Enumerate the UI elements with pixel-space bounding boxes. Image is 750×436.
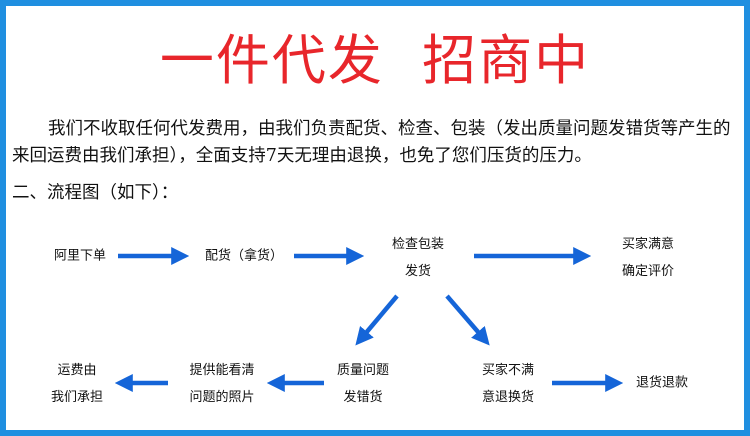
node-exchange-label: 意退换货	[481, 390, 535, 405]
node-refund: 退货退款	[636, 370, 688, 397]
node-review-label: 确定评价	[621, 264, 675, 279]
node-shipping-label-2: 我们承担	[50, 390, 104, 405]
flowchart-heading: 二、流程图（如下）：	[12, 183, 179, 203]
node-photo-label-2: 问题的照片	[189, 390, 255, 405]
node-buyer-unsatisfied: 买家不满 意退换货	[482, 357, 534, 411]
node-quality-issue: 质量问题 发错货	[337, 357, 389, 411]
node-shipping-label-1: 运费由	[57, 363, 97, 378]
node-inspect-label: 检查包装	[391, 237, 445, 252]
node-wrong-item-label: 发错货	[343, 390, 383, 405]
node-shipping-covered: 运费由 我们承担	[51, 357, 103, 411]
node-picking: 配货（拿货）	[205, 243, 283, 270]
page-title: 一件代发 招商中	[159, 29, 591, 92]
intro-paragraph: 我们不收取任何代发费用，由我们负责配货、检查、包装（发出质量问题发错货等产生的来…	[12, 119, 731, 166]
node-photo-label-1: 提供能看清	[189, 363, 255, 378]
node-place-order-label: 阿里下单	[53, 248, 107, 264]
node-refund-label: 退货退款	[635, 375, 689, 391]
node-quality-label: 质量问题	[336, 363, 390, 378]
node-picking-label: 配货（拿货）	[204, 248, 284, 264]
node-place-order: 阿里下单	[54, 243, 106, 270]
arrow-ship-to-unsatisfied	[445, 294, 490, 346]
node-unsatisfied-label: 买家不满	[481, 363, 535, 378]
node-inspect-ship: 检查包装 发货	[392, 231, 444, 285]
node-satisfied-label: 买家满意	[621, 237, 675, 252]
arrow-ship-to-quality-issue	[355, 294, 399, 346]
node-ship-label: 发货	[404, 264, 432, 279]
node-provide-photo: 提供能看清 问题的照片	[189, 357, 254, 411]
node-buyer-satisfied: 买家满意 确定评价	[622, 231, 674, 285]
